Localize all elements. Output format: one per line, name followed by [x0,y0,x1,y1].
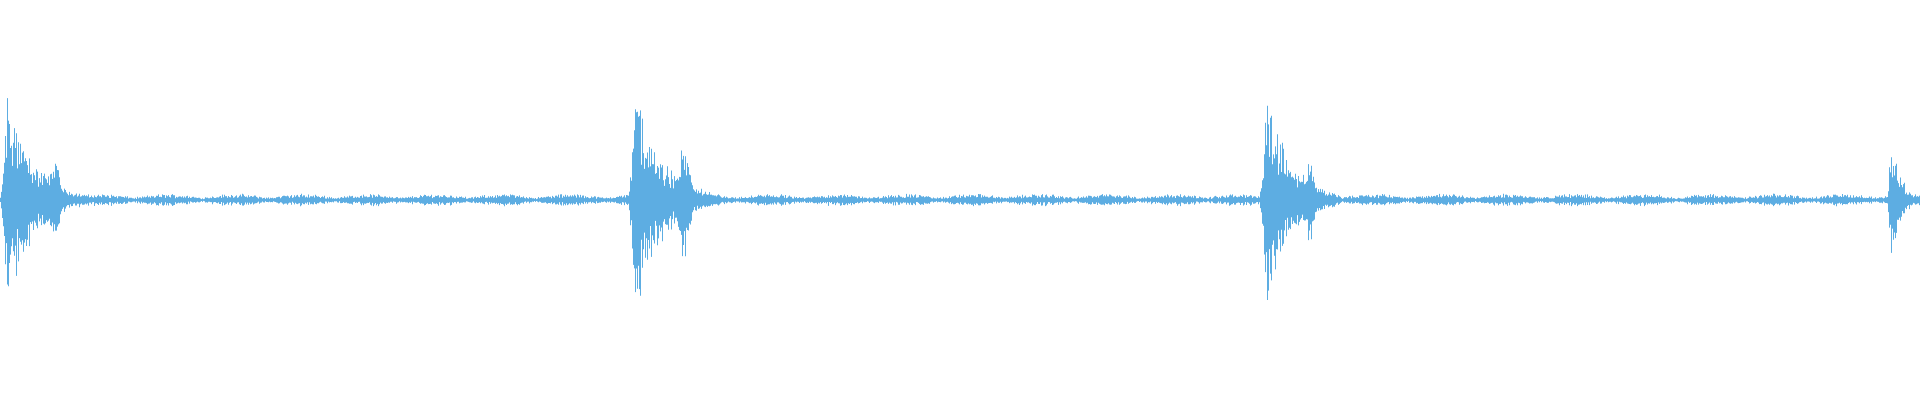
waveform-samples [0,98,1920,300]
